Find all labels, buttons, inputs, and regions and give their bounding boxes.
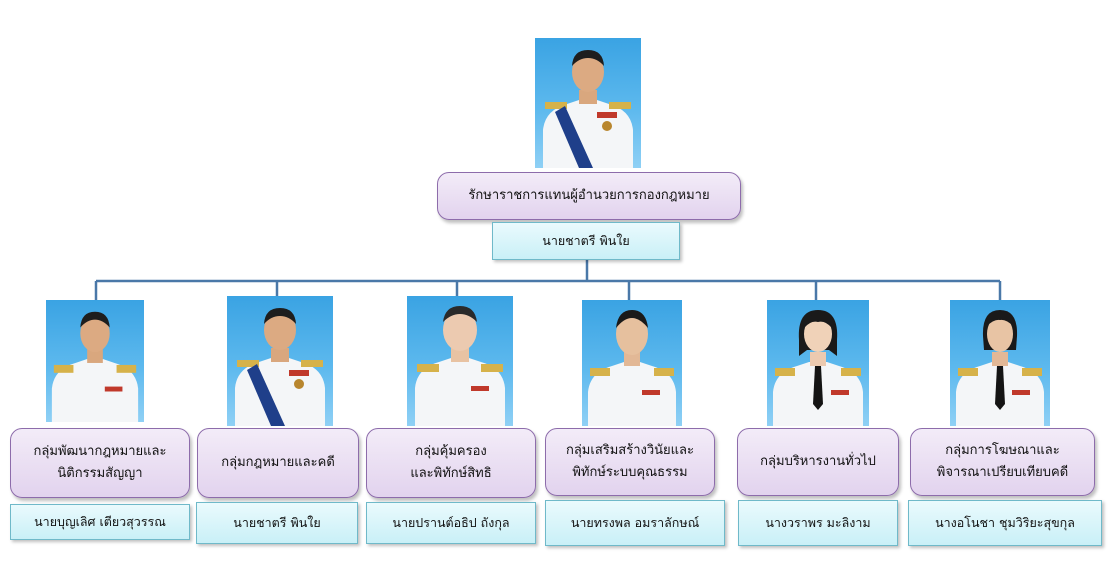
director-name-box: นายชาตรี พินใย [492,222,680,260]
group-5-title-box: กลุ่มบริหารงานทั่วไป [737,428,899,496]
group-3-name-box: นายปรานต์อธิป ถังกุล [366,502,536,544]
group-5-title: กลุ่มบริหารงานทั่วไป [760,454,876,469]
group-1-name: นายบุญเลิศ เตียวสุวรรณ [34,514,166,529]
group-3-photo [407,296,513,426]
group-6-photo [950,300,1050,426]
group-4-name: นายทรงพล อมราลักษณ์ [570,515,700,530]
group-5-name: นางวราพร มะลิงาม [765,515,871,530]
group-3-title: กลุ่มคุ้มครอง และพิทักษ์สิทธิ [410,444,492,481]
group-1-title-box: กลุ่มพัฒนากฎหมายและ นิติกรรมสัญญา [10,428,190,498]
group-3-name: นายปรานต์อธิป ถังกุล [392,515,510,530]
group-6-name: นางอโนชา ชุมวิริยะสุขกุล [935,515,1075,530]
group-6-title: กลุ่มการโฆษณาและ พิจารณาเปรียบเทียบคดี [936,443,1069,480]
group-2-title-box: กลุ่มกฎหมายและคดี [197,428,359,498]
group-4-photo [582,300,682,426]
group-5-name-box: นางวราพร มะลิงาม [738,500,898,546]
group-6-name-box: นางอโนชา ชุมวิริยะสุขกุล [908,500,1102,546]
group-4-title: กลุ่มเสริมสร้างวินัยและ พิทักษ์ระบบคุณธร… [565,443,695,480]
group-1-photo [46,300,144,422]
director-title: รักษาราชการแทนผู้อำนวยการกองกฎหมาย [468,188,710,203]
group-2-name-box: นายชาตรี พินใย [196,502,358,544]
group-2-title: กลุ่มกฎหมายและคดี [221,455,335,470]
group-3-title-box: กลุ่มคุ้มครอง และพิทักษ์สิทธิ [366,428,536,498]
director-name: นายชาตรี พินใย [542,233,630,248]
director-photo [535,38,641,168]
group-6-title-box: กลุ่มการโฆษณาและ พิจารณาเปรียบเทียบคดี [910,428,1095,496]
group-5-photo [767,300,869,426]
group-4-title-box: กลุ่มเสริมสร้างวินัยและ พิทักษ์ระบบคุณธร… [545,428,715,496]
group-1-title: กลุ่มพัฒนากฎหมายและ นิติกรรมสัญญา [33,444,167,481]
group-1-name-box: นายบุญเลิศ เตียวสุวรรณ [10,504,190,540]
group-2-photo [227,296,333,426]
group-2-name: นายชาตรี พินใย [233,515,321,530]
director-title-box: รักษาราชการแทนผู้อำนวยการกองกฎหมาย [437,172,741,220]
group-4-name-box: นายทรงพล อมราลักษณ์ [545,500,725,546]
